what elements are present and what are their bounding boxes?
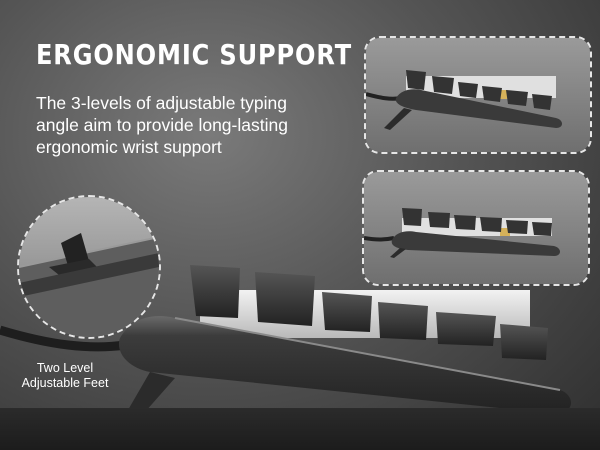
description-line: The 3-levels of adjustable typing: [36, 93, 287, 113]
headline: ERGONOMIC SUPPORT: [36, 38, 352, 71]
feet-label-line: Adjustable Feet: [21, 376, 109, 390]
feet-label-line: Two Level: [36, 361, 94, 375]
description: The 3-levels of adjustable typing angle …: [36, 92, 336, 158]
angle-inset-low: [362, 170, 590, 286]
description-line: ergonomic wrist support: [36, 137, 222, 157]
foot-closeup-inset: [17, 195, 161, 339]
desk-surface: [0, 408, 600, 450]
feet-label: Two Level Adjustable Feet: [10, 361, 120, 391]
description-line: angle aim to provide long-lasting: [36, 115, 288, 135]
angle-inset-high: [364, 36, 592, 154]
